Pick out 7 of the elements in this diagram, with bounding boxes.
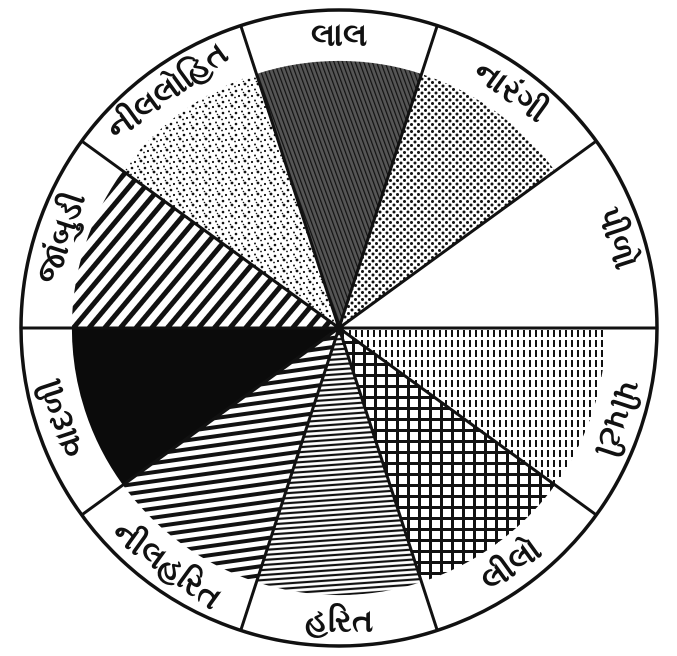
sector-label: લાલ	[311, 18, 367, 54]
sector-label: પીળો	[590, 202, 644, 273]
sector-label: લીલો	[474, 531, 548, 598]
sector-label: વાદળી	[32, 374, 90, 462]
sector-label: હરિત	[305, 602, 373, 638]
sector-label: પીપટી	[588, 375, 646, 462]
sector-label: જાંબુડી	[30, 188, 92, 288]
